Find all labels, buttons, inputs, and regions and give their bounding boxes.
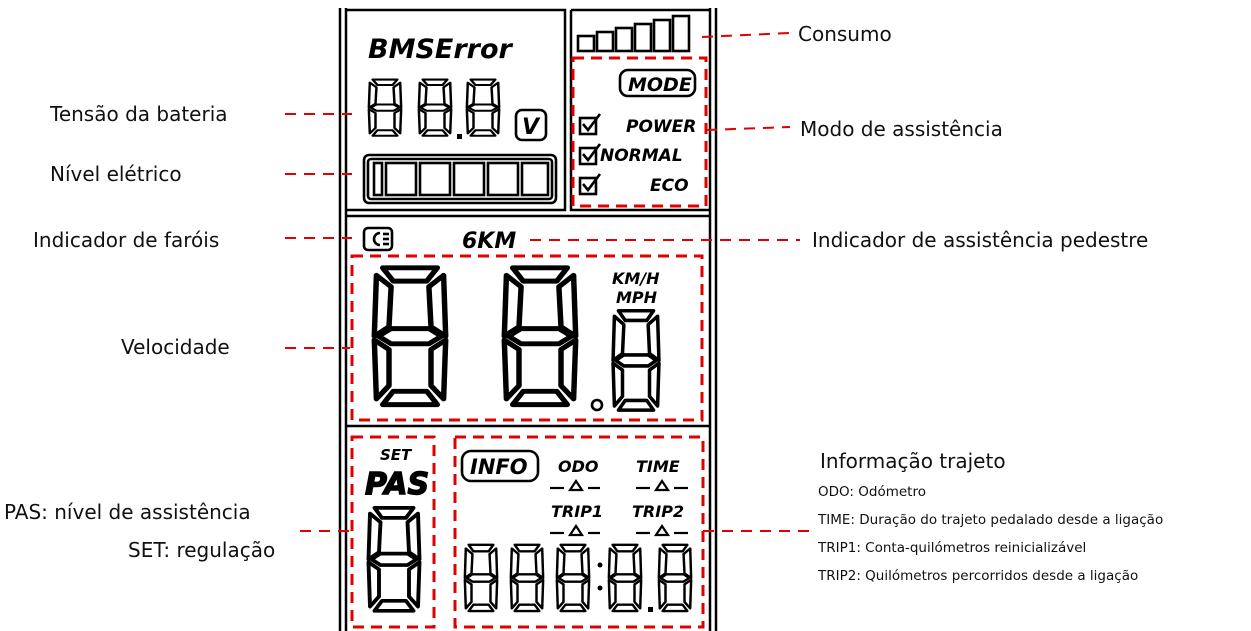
speed-digits: [374, 268, 661, 412]
headlight-icon: [362, 226, 394, 252]
info-line-odo: ODO: Odómetro: [818, 484, 926, 500]
label-pas-nivel: PAS: nível de assistência: [4, 500, 251, 524]
lcd-frame: [338, 8, 718, 631]
mode-eco: ECO: [650, 176, 689, 196]
odo-time-markers: [550, 479, 688, 492]
info-badge: INFO: [460, 449, 540, 483]
info-line-time: TIME: Duração do trajeto pedalado desde …: [818, 512, 1164, 528]
unit-kmh: KM/H: [612, 269, 660, 288]
label-velocidade: Velocidade: [121, 335, 230, 359]
label-nivel-eletrico: Nível elétrico: [50, 162, 182, 186]
pas-digit: [366, 505, 422, 613]
label-set-regulacao: SET: regulação: [128, 538, 276, 562]
odo-text: ODO: [558, 457, 599, 476]
callout-leaders: [285, 32, 810, 532]
voltage-digits: [367, 78, 501, 139]
info-line-trip2: TRIP2: Quilómetros percorridos desde a l…: [818, 568, 1139, 584]
label-assistencia-pedestre: Indicador de assistência pedestre: [812, 228, 1149, 252]
set-text: SET: [380, 446, 413, 464]
battery-level-icon: [362, 153, 558, 205]
info-digits: [463, 543, 693, 613]
unit-mph: MPH: [616, 288, 658, 307]
label-modo-assistencia: Modo de assistência: [800, 117, 1003, 141]
mode-normal: NORMAL: [600, 146, 683, 166]
label-indicador-farois: Indicador de faróis: [33, 228, 220, 252]
assist-checkboxes: [578, 113, 602, 196]
mode-badge: MODE: [618, 68, 697, 98]
label-tensao-bateria: Tensão da bateria: [50, 102, 228, 126]
mode-power: POWER: [626, 117, 696, 137]
svg-text:MODE: MODE: [628, 74, 692, 96]
pas-text: PAS: [365, 467, 429, 502]
trip2-text: TRIP2: [632, 502, 684, 521]
info-line-trip1: TRIP1: Conta-quilómetros reinicializável: [818, 540, 1087, 556]
label-consumo: Consumo: [798, 22, 892, 46]
consumption-bars-icon: [576, 14, 691, 53]
trip-markers: [550, 524, 688, 537]
volt-unit-icon: V: [514, 108, 548, 142]
trip1-text: TRIP1: [551, 502, 603, 521]
walk-assist-6km: 6KM: [462, 229, 516, 254]
label-info-trajeto: Informação trajeto: [820, 449, 1006, 473]
svg-text:INFO: INFO: [470, 455, 528, 479]
bms-error-text: BMSError: [368, 34, 514, 65]
svg-text:V: V: [522, 115, 541, 140]
time-text: TIME: [636, 457, 680, 476]
